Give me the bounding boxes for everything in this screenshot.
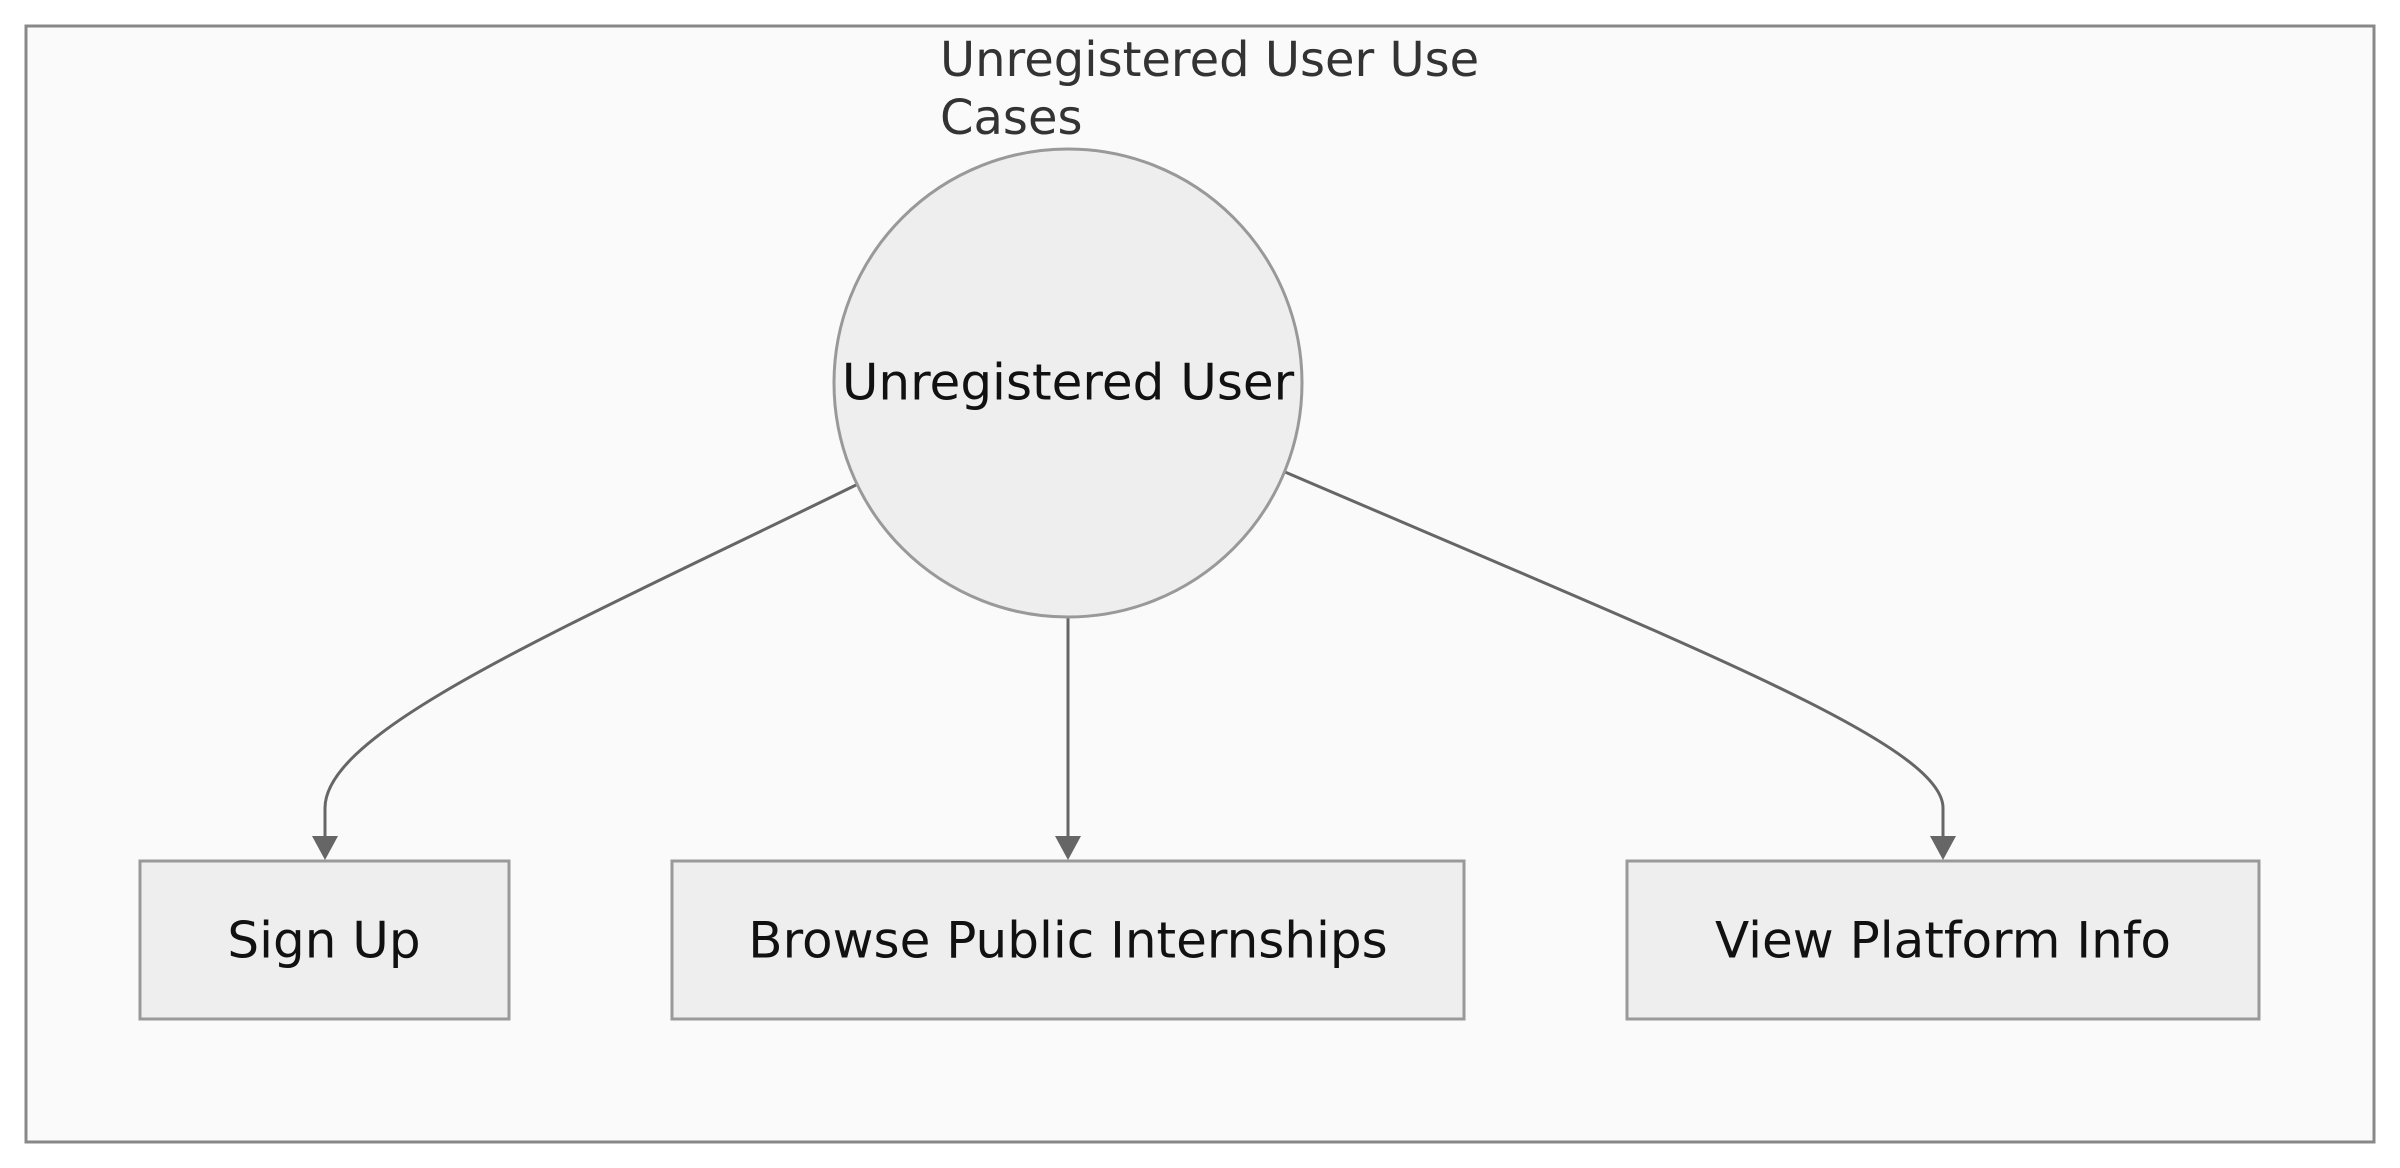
arrow-head bbox=[312, 836, 338, 860]
arrow-head bbox=[1930, 836, 1956, 860]
actor-node-unregistered-user[interactable]: Unregistered User bbox=[832, 147, 1304, 619]
actor-circle bbox=[832, 147, 1304, 619]
edge-line bbox=[1284, 470, 1945, 836]
edges bbox=[312, 470, 1956, 860]
use-case-box bbox=[1625, 859, 2261, 1021]
use-case-label: Browse Public Internships bbox=[748, 912, 1387, 970]
edge-actor-to-sign-up bbox=[312, 483, 857, 860]
use-case-node-browse-public-internships[interactable]: Browse Public Internships bbox=[670, 859, 1466, 1021]
edge-actor-to-browse-public-internships bbox=[1055, 617, 1081, 860]
use-case-box bbox=[670, 859, 1466, 1021]
use-case-node-sign-up[interactable]: Sign Up bbox=[138, 859, 511, 1021]
cluster-title-line2: Cases bbox=[940, 90, 1082, 146]
edge-line bbox=[323, 483, 857, 836]
arrow-head bbox=[1055, 836, 1081, 860]
actor-label: Unregistered User bbox=[842, 354, 1295, 412]
use-case-label: Sign Up bbox=[227, 912, 420, 970]
use-case-label: View Platform Info bbox=[1715, 912, 2171, 970]
edge-actor-to-view-platform-info bbox=[1284, 470, 1956, 860]
use-case-node-view-platform-info[interactable]: View Platform Info bbox=[1625, 859, 2261, 1021]
use-case-box bbox=[138, 859, 511, 1021]
cluster-title-line1: Unregistered User Use bbox=[940, 32, 1479, 88]
